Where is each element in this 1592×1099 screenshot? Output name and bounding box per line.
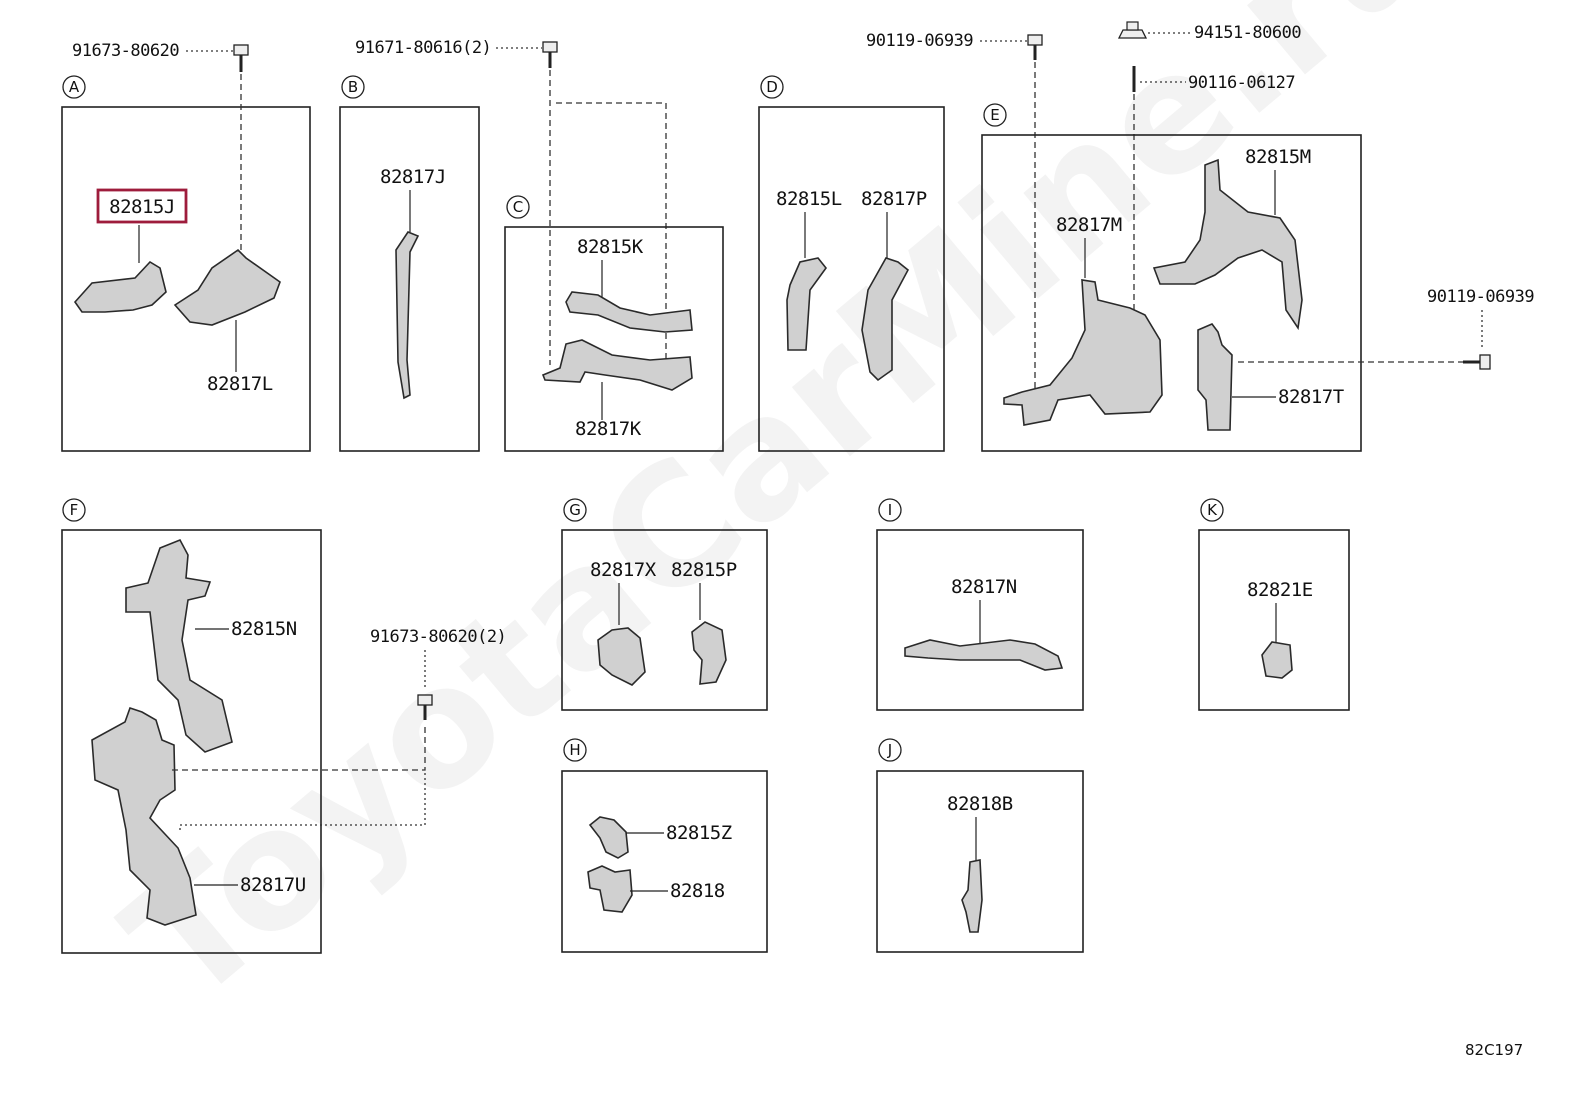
label-82815N[interactable]: 82815N <box>231 618 297 640</box>
section-e: 90119-06939 94151-80600 90116-06127 E 82… <box>866 21 1535 452</box>
section-letter-g: G <box>569 501 581 519</box>
diagram-code: 82C197 <box>1465 1041 1523 1059</box>
section-a: A 82815J 91673-80620 82817L <box>61 41 311 452</box>
label-94151-80600[interactable]: 94151-80600 <box>1194 23 1302 43</box>
label-82815L[interactable]: 82815L <box>776 188 842 210</box>
section-g: G 82817X 82815P <box>561 498 768 711</box>
label-82817J[interactable]: 82817J <box>380 166 446 188</box>
section-k: K 82821E <box>1198 498 1350 711</box>
section-marker-b <box>341 75 365 99</box>
section-marker-c <box>506 195 530 219</box>
label-82815M[interactable]: 82815M <box>1245 146 1311 168</box>
label-82817K[interactable]: 82817K <box>575 418 642 440</box>
nut-icon-e <box>1117 21 1148 39</box>
part-82817K-shape[interactable] <box>541 339 693 391</box>
part-82815L-shape[interactable] <box>786 257 828 351</box>
section-letter-d: D <box>766 78 778 96</box>
section-b: B 82817J <box>339 75 480 452</box>
label-82817M[interactable]: 82817M <box>1056 214 1122 236</box>
section-letter-f: F <box>70 501 79 519</box>
section-box-a <box>61 106 311 452</box>
label-90119-06939-top[interactable]: 90119-06939 <box>866 31 974 51</box>
part-82815K-shape[interactable] <box>565 291 693 333</box>
section-marker-f <box>62 498 86 522</box>
bolt-icon-f <box>417 694 433 720</box>
section-box-h <box>561 770 768 953</box>
part-82817U-shape[interactable] <box>91 706 197 926</box>
label-82817T[interactable]: 82817T <box>1278 386 1344 408</box>
label-82818[interactable]: 82818 <box>670 880 725 902</box>
part-82817M-shape[interactable] <box>1003 279 1163 426</box>
section-marker-a <box>62 75 86 99</box>
bolt-icon-c <box>542 41 558 68</box>
highlight-box <box>96 188 188 224</box>
section-box-i <box>876 529 1084 711</box>
part-82817X-shape[interactable] <box>597 627 646 686</box>
label-91671-80616[interactable]: 91671-80616(2) <box>355 38 492 58</box>
label-82817X[interactable]: 82817X <box>590 559 657 581</box>
label-82817N[interactable]: 82817N <box>951 576 1017 598</box>
section-d: D 82815L 82817P <box>758 75 945 452</box>
section-letter-j: J <box>887 741 892 759</box>
section-box-f <box>61 529 322 954</box>
part-82817P-shape[interactable] <box>861 257 910 382</box>
label-82818B[interactable]: 82818B <box>947 793 1013 815</box>
section-marker-k <box>1200 498 1224 522</box>
label-82821E[interactable]: 82821E <box>1247 579 1313 601</box>
section-f: F 82815N 82817U 91673-80620(2) <box>61 498 507 954</box>
section-letter-h: H <box>569 741 580 759</box>
section-box-c <box>504 226 724 452</box>
section-h: H 82815Z 82818 <box>561 738 768 953</box>
part-82815M-shape[interactable] <box>1152 158 1303 331</box>
section-box-b <box>339 106 480 452</box>
section-marker-i <box>878 498 902 522</box>
section-letter-k: K <box>1207 501 1218 519</box>
section-letter-a: A <box>69 78 80 96</box>
label-90119-06939-right[interactable]: 90119-06939 <box>1427 287 1535 307</box>
section-box-g <box>561 529 768 711</box>
section-marker-d <box>760 75 784 99</box>
section-marker-e <box>983 103 1007 127</box>
label-90116-06127[interactable]: 90116-06127 <box>1188 73 1296 93</box>
part-82821E-shape[interactable] <box>1261 641 1293 679</box>
section-i: I 82817N <box>876 498 1084 711</box>
section-marker-h <box>563 738 587 762</box>
bolt-icon-e2 <box>1463 354 1491 370</box>
section-letter-i: I <box>888 501 892 519</box>
label-82815J[interactable]: 82815J <box>109 196 175 218</box>
part-82815P-shape[interactable] <box>691 621 727 685</box>
part-82817L-shape[interactable] <box>173 248 281 326</box>
section-letter-c: C <box>513 198 523 216</box>
part-82818B-shape[interactable] <box>961 859 983 933</box>
part-82818-shape[interactable] <box>587 865 633 913</box>
part-82817T-shape[interactable] <box>1197 323 1233 431</box>
section-box-k <box>1198 529 1350 711</box>
label-82815P[interactable]: 82815P <box>671 559 737 581</box>
label-82817P[interactable]: 82817P <box>861 188 927 210</box>
section-box-e <box>981 134 1362 452</box>
section-box-d <box>758 106 945 452</box>
section-c: 91671-80616(2) C 82815K 82817K <box>355 38 724 452</box>
section-letter-e: E <box>990 106 999 124</box>
label-82815Z[interactable]: 82815Z <box>666 822 732 844</box>
part-82815J-shape[interactable] <box>73 260 167 313</box>
label-82817U[interactable]: 82817U <box>240 874 306 896</box>
part-82815Z-shape[interactable] <box>588 816 629 859</box>
section-j: J 82818B <box>876 738 1084 953</box>
bolt-icon-a <box>233 44 249 72</box>
part-82817J-shape[interactable] <box>395 231 420 400</box>
section-letter-b: B <box>348 78 358 96</box>
label-91673-80620-2[interactable]: 91673-80620(2) <box>370 627 507 647</box>
label-82817L[interactable]: 82817L <box>207 373 273 395</box>
label-82815K[interactable]: 82815K <box>577 236 644 258</box>
section-box-j <box>876 770 1084 953</box>
part-82815N-shape[interactable] <box>125 538 233 753</box>
label-91673-80620[interactable]: 91673-80620 <box>72 41 180 61</box>
section-marker-g <box>563 498 587 522</box>
part-82817N-shape[interactable] <box>904 639 1064 671</box>
section-marker-j <box>878 738 902 762</box>
bolt-icon-e1 <box>1027 34 1043 60</box>
